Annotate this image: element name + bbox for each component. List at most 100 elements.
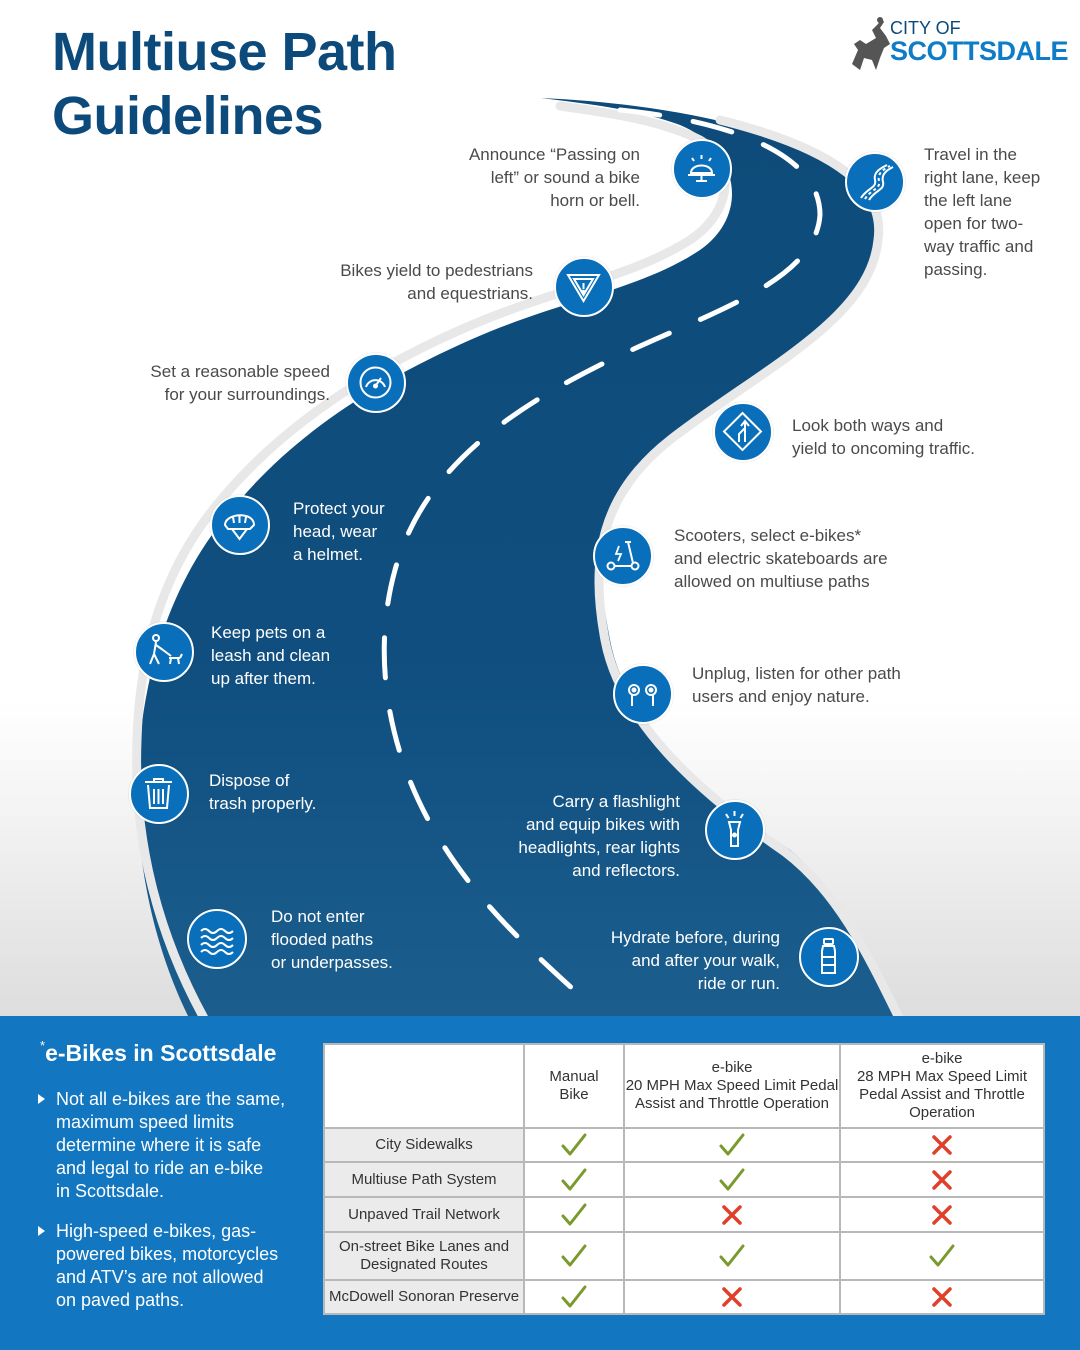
tip-line: headlights, rear lights — [518, 838, 680, 857]
bullet-line: determine where it is safe — [56, 1135, 262, 1155]
merge-sign-icon — [713, 402, 773, 462]
table-row: Unpaved Trail Network — [323, 1196, 1045, 1233]
bullet-line: and legal to ride an e-bike — [56, 1158, 264, 1178]
speedometer-icon — [346, 353, 406, 413]
header-line: Operation — [909, 1104, 975, 1121]
bullet-line: and ATV’s are not allowed — [56, 1267, 264, 1287]
tip-scooters: Scooters, select e-bikes* and electric s… — [674, 524, 888, 593]
tip-flood: Do not enter flooded paths or underpasse… — [271, 905, 393, 974]
row-label-line: McDowell Sonoran Preserve — [328, 1288, 520, 1305]
row-label-line: City Sidewalks — [375, 1136, 473, 1153]
page-title-line-1: Multiuse Path — [52, 22, 397, 82]
ebike-bullet-2: High-speed e-bikes, gas- powered bikes, … — [38, 1220, 308, 1316]
cross-icon — [623, 1279, 841, 1315]
tip-hydrate: Hydrate before, during and after your wa… — [560, 926, 780, 995]
table-row: Multiuse Path System — [323, 1161, 1045, 1198]
tip-helmet: Protect your head, wear a helmet. — [293, 497, 385, 566]
checkmark-icon — [523, 1279, 625, 1315]
bullet-arrow-icon — [38, 1094, 45, 1104]
header-line: e-bike — [921, 1050, 963, 1067]
cross-icon — [623, 1196, 841, 1233]
tip-line: a helmet. — [293, 545, 363, 564]
tip-line: Carry a flashlight — [552, 792, 680, 811]
header-line: e-bike — [711, 1059, 753, 1076]
tip-line: and equestrians. — [407, 284, 533, 303]
tip-line: allowed on multiuse paths — [674, 572, 870, 591]
tip-line: right lane, keep — [924, 168, 1041, 187]
header-line: 20 MPH Max Speed Limit Pedal — [625, 1077, 839, 1094]
table-header-manual-bike: Manual Bike — [523, 1043, 625, 1129]
tip-line: users and enjoy nature. — [692, 687, 870, 706]
tip-unplug: Unplug, listen for other path users and … — [692, 662, 901, 708]
bullet-line: maximum speed limits — [56, 1112, 235, 1132]
tip-line: Look both ways and — [792, 416, 944, 435]
table-header-ebike-28: e-bike 28 MPH Max Speed Limit Pedal Assi… — [839, 1043, 1045, 1129]
tip-line: and reflectors. — [572, 861, 680, 880]
tip-line: and after your walk, — [631, 951, 780, 970]
header-line: Pedal Assist and Throttle — [859, 1086, 1025, 1103]
table-header-row: Manual Bike e-bike 20 MPH Max Speed Limi… — [323, 1043, 1045, 1129]
tip-line: and electric skateboards are — [674, 549, 888, 568]
city-logo: CITY OF SCOTTSDALE — [846, 14, 1069, 74]
row-label-line: Unpaved Trail Network — [348, 1205, 500, 1223]
tip-line: way traffic and — [924, 237, 1034, 256]
tip-flashlight: Carry a flashlight and equip bikes with … — [470, 790, 680, 882]
tip-line: yield to oncoming traffic. — [792, 439, 975, 458]
tip-line: ride or run. — [697, 974, 780, 993]
page-title-line-2: Guidelines — [52, 86, 324, 146]
row-label-line: Designated Routes — [360, 1256, 488, 1273]
cross-icon — [839, 1161, 1045, 1198]
tip-line: for your surroundings. — [164, 385, 330, 404]
tip-speed: Set a reasonable speed for your surround… — [120, 360, 330, 406]
tip-line: Protect your — [293, 499, 385, 518]
ebike-bullet-1: Not all e-bikes are the same, maximum sp… — [38, 1088, 308, 1208]
tip-line: the left lane — [924, 191, 1012, 210]
checkmark-icon — [623, 1231, 841, 1281]
cross-icon — [839, 1127, 1045, 1163]
page-title: Multiuse Path Guidelines — [52, 20, 397, 148]
table-row: McDowell Sonoran Preserve — [323, 1279, 1045, 1315]
cross-icon — [839, 1279, 1045, 1315]
tip-line: leash and clean — [211, 646, 331, 665]
tip-line: passing. — [924, 260, 988, 279]
header-line: Manual — [549, 1068, 599, 1085]
checkmark-icon — [523, 1161, 625, 1198]
logo-scottsdale: SCOTTSDALE — [890, 36, 1069, 66]
tip-line: up after them. — [211, 669, 316, 688]
ebike-title-text: e-Bikes in Scottsdale — [45, 1040, 277, 1066]
tip-line: Bikes yield to pedestrians — [340, 261, 533, 280]
checkmark-icon — [523, 1127, 625, 1163]
tip-line: Travel in the — [924, 145, 1017, 164]
water-bottle-icon — [799, 927, 859, 987]
ebike-rules-table: Manual Bike e-bike 20 MPH Max Speed Limi… — [323, 1043, 1045, 1315]
tip-line: trash properly. — [209, 794, 317, 813]
ebike-asterisk: * — [40, 1038, 46, 1053]
tip-line: Dispose of — [209, 771, 290, 790]
tip-line: head, wear — [293, 522, 378, 541]
tip-line: or underpasses. — [271, 953, 393, 972]
tip-line: Unplug, listen for other path — [692, 664, 901, 683]
tip-line: left” or sound a bike — [490, 168, 640, 187]
flashlight-icon — [705, 800, 765, 860]
tip-look: Look both ways and yield to oncoming tra… — [792, 414, 975, 460]
tip-line: flooded paths — [271, 930, 374, 949]
bullet-line: on paved paths. — [56, 1290, 185, 1310]
table-row-label: City Sidewalks — [323, 1127, 525, 1163]
tip-line: and equip bikes with — [525, 815, 680, 834]
table-row-label: Multiuse Path System — [323, 1161, 525, 1198]
bullet-line: in Scottsdale. — [56, 1181, 165, 1201]
bullet-line: Not all e-bikes are the same, — [56, 1089, 286, 1109]
tip-line: Do not enter — [271, 907, 365, 926]
table-header-ebike-20: e-bike 20 MPH Max Speed Limit Pedal Assi… — [623, 1043, 841, 1129]
checkmark-icon — [523, 1196, 625, 1233]
header-line: Bike — [559, 1086, 589, 1103]
row-label-line: On-street Bike Lanes and — [338, 1238, 510, 1255]
tip-line: Keep pets on a — [211, 623, 326, 642]
header-line: 28 MPH Max Speed Limit — [856, 1068, 1028, 1085]
bullet-arrow-icon — [38, 1226, 45, 1236]
checkmark-icon — [623, 1161, 841, 1198]
helmet-icon — [210, 495, 270, 555]
bell-icon — [672, 139, 732, 199]
